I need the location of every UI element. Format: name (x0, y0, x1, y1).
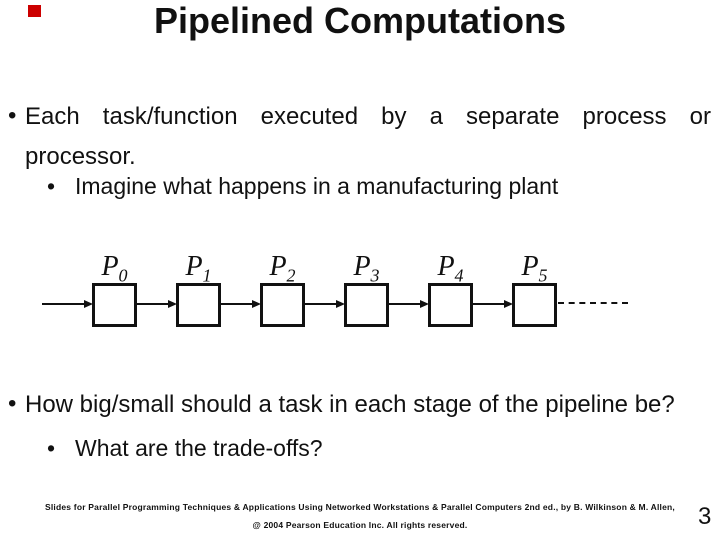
flow-arrow-icon (473, 300, 513, 308)
input-arrow-icon (42, 300, 93, 308)
sub-bullet1-text: Imagine what happens in a manufacturing … (75, 173, 559, 199)
stage-box (428, 283, 473, 327)
red-accent-square-icon (28, 5, 41, 17)
sub-bullet2-text: What are the trade-offs? (75, 435, 323, 461)
stage-label: P5 (521, 251, 548, 286)
bullet1-line1: Each task/function executed by a separat… (25, 103, 711, 130)
flow-arrow-icon (305, 300, 345, 308)
slide-title: Pipelined Computations (153, 0, 566, 41)
dashed-continuation-icon (558, 302, 628, 304)
stage-label: P0 (101, 251, 128, 286)
sub-bullet-icon: • (47, 173, 56, 199)
flow-arrow-icon (389, 300, 429, 308)
flow-arrow-icon (221, 300, 261, 308)
footer-citation-line1: Slides for Parallel Programming Techniqu… (45, 502, 675, 512)
page-number: 3 (698, 503, 712, 530)
stage-label: P2 (269, 251, 296, 286)
flow-arrow-icon (137, 300, 177, 308)
stage-box (260, 283, 305, 327)
bullet1-line2: processor. (25, 143, 136, 170)
stage-box (92, 283, 137, 327)
stage-box (512, 283, 557, 327)
bullet-icon: • (8, 102, 17, 129)
stage-box (176, 283, 221, 327)
footer-citation-line2: @ 2004 Pearson Education Inc. All rights… (252, 520, 468, 530)
sub-bullet-icon: • (47, 435, 56, 461)
bullet2-text: How big/small should a task in each stag… (25, 391, 675, 418)
stage-box (344, 283, 389, 327)
stage-label: P1 (185, 251, 212, 286)
stage-label: P4 (437, 251, 464, 286)
stage-label: P3 (353, 251, 380, 286)
bullet-icon: • (8, 390, 17, 417)
